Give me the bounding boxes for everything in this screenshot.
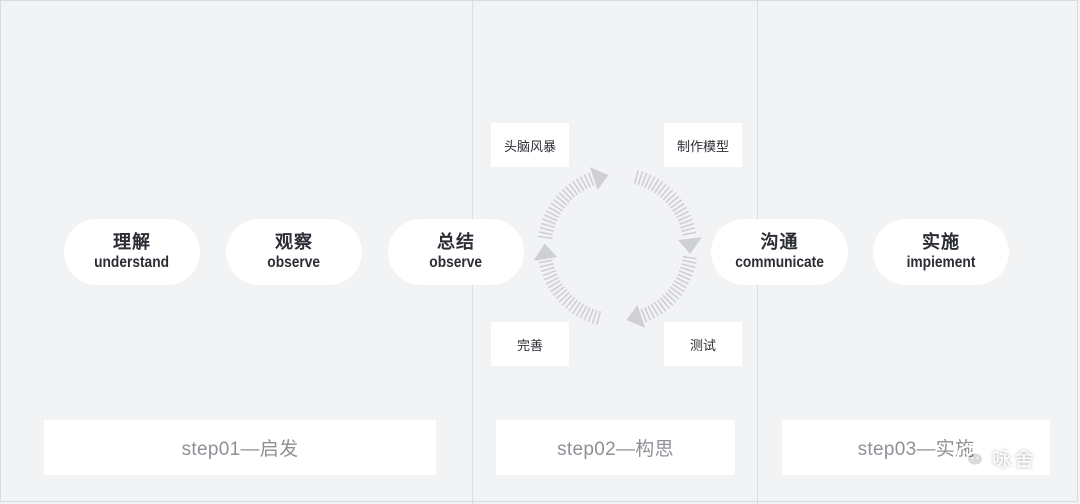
stage-observe: 观察 observe (226, 219, 362, 285)
arrow-head (589, 167, 609, 190)
stage-cn-label: 实施 (922, 232, 960, 252)
cycle-tag-test: 测试 (664, 322, 742, 366)
stage-cn-label: 观察 (275, 232, 313, 252)
step-bar-ideation: step02—构思 (496, 420, 735, 475)
stage-en-label: observe (267, 254, 321, 271)
arrow-bottom-right (626, 255, 697, 328)
arrow-head (626, 305, 646, 328)
cycle-arrows-diagram (533, 167, 702, 328)
arrow-top-left (538, 167, 609, 240)
arrow-bottom-left (533, 243, 602, 325)
arrow-head (533, 243, 558, 261)
cycle-tag-prototype: 制作模型 (664, 123, 742, 167)
watermark-text: 咏舍 (992, 448, 1036, 471)
wechat-icon (957, 445, 984, 467)
step-bar-implementation: step03—实施 (782, 420, 1050, 475)
stage-en-label: understand (94, 254, 170, 271)
stage-communicate: 沟通 communicate (711, 219, 848, 285)
stage-en-label: communicate (735, 254, 824, 271)
stage-en-label: observe (429, 254, 483, 271)
arrow-head (678, 237, 702, 254)
cycle-tag-brainstorm: 头脑风暴 (491, 123, 569, 167)
stage-implement: 实施 impiement (873, 219, 1009, 285)
arrow-right (633, 170, 702, 254)
stage-summarize: 总结 observe (388, 219, 524, 285)
cycle-tag-refine: 完善 (491, 322, 569, 366)
watermark: 咏舍 (956, 440, 1036, 474)
stage-cn-label: 沟通 (760, 232, 799, 252)
stage-cn-label: 理解 (113, 232, 151, 252)
stage-understand: 理解 understand (64, 219, 200, 285)
stage-cn-label: 总结 (437, 232, 475, 252)
step-bar-inspiration: step01—启发 (44, 420, 436, 475)
stage-en-label: impiement (906, 254, 976, 271)
